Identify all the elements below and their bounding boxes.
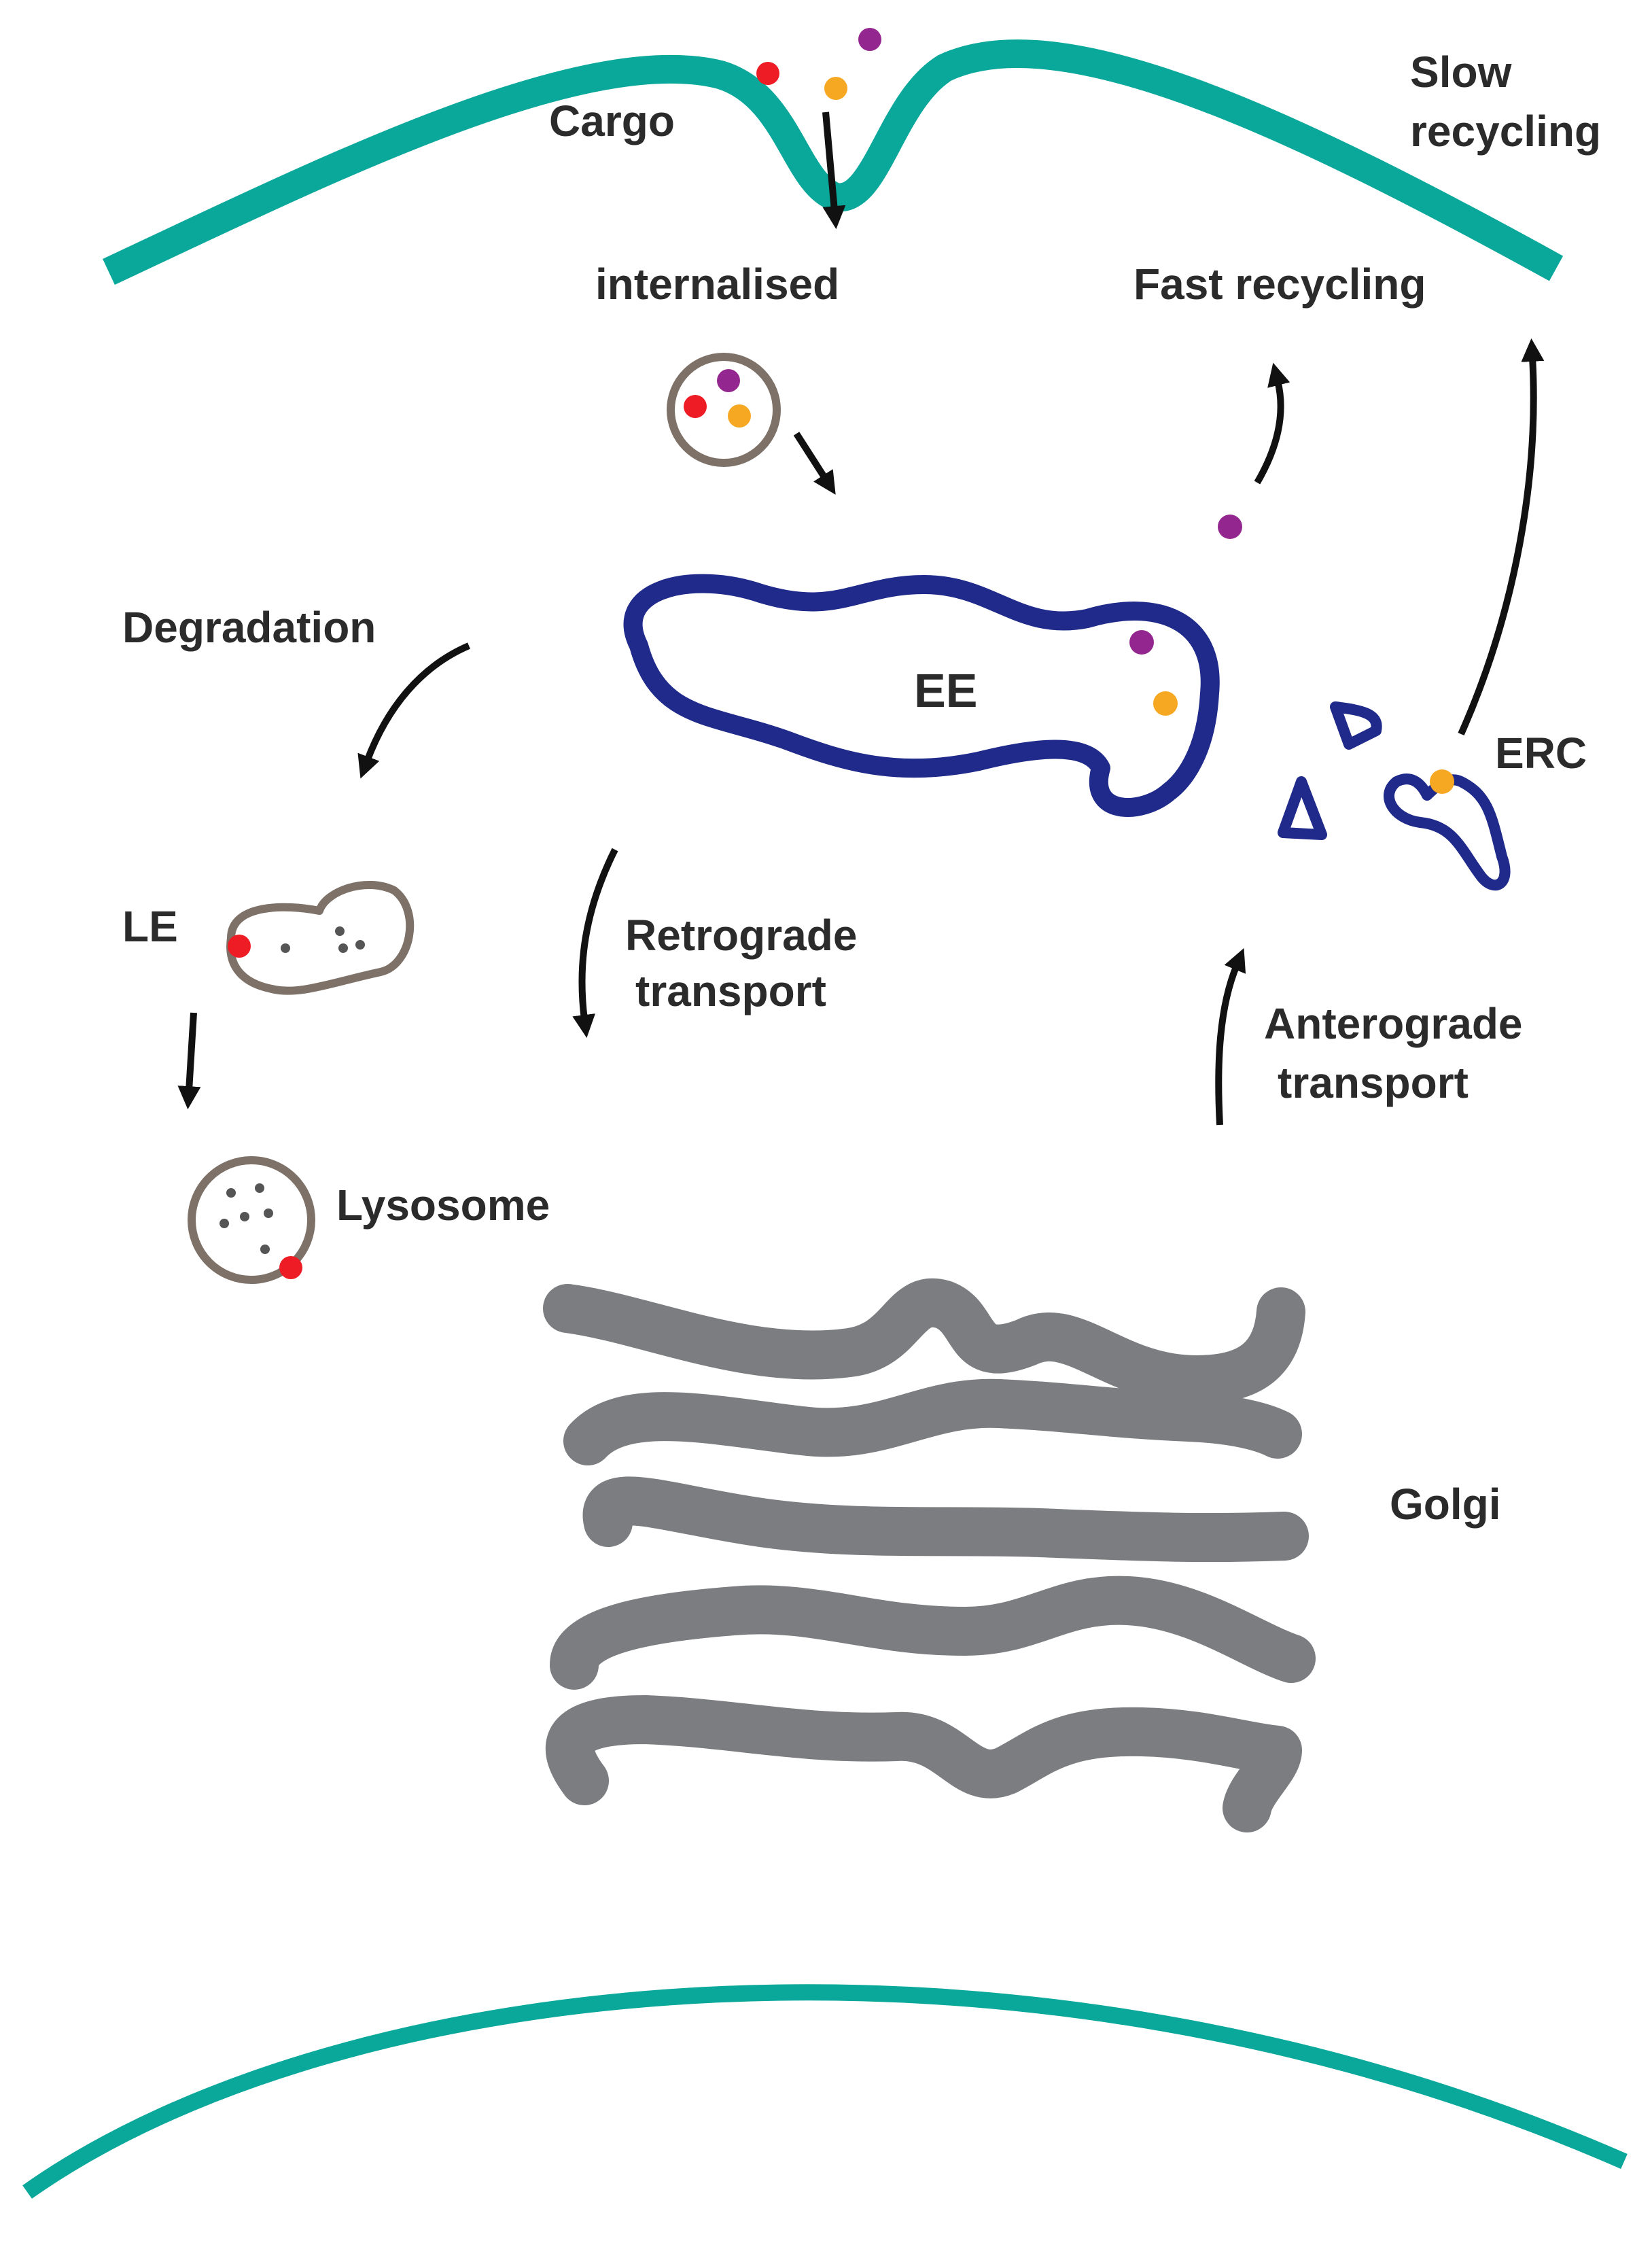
cargo-orange-dot [824,77,847,100]
plasma-membrane-bottom [22,1984,1628,2199]
ee-cargo-orange [1153,691,1178,716]
erc-compartment-top [1330,701,1382,750]
golgi-stack [543,1278,1316,1832]
vesicle-cargo-orange [728,404,751,428]
golgi-cisterna-3 [582,1476,1309,1563]
le-contents [281,926,365,953]
label-ee: EE [914,664,977,717]
label-internalised: internalised [595,260,839,309]
lysosome [188,1156,315,1284]
label-anterograde-line2: transport [1278,1058,1469,1107]
lysosome-cargo-red [279,1256,302,1279]
le-to-lysosome-arrow [177,1012,201,1110]
erc-compartment-main [1384,773,1511,891]
vesicle-cargo-red [684,395,707,418]
label-anterograde-line1: Anterograde [1264,999,1523,1048]
le-cargo-red [228,935,251,958]
retrograde-transport-arrow [572,848,618,1038]
golgi-cisterna-4 [550,1576,1316,1690]
early-endosome [623,574,1220,817]
anterograde-transport-arrow [1215,947,1246,1126]
erc-compartment-left [1278,776,1327,840]
label-slow-recycling-line2: recycling [1410,107,1601,156]
label-slow-recycling-line1: Slow [1410,48,1512,97]
label-retrograde-line2: transport [635,967,826,1015]
internalisation-arrow [822,111,846,230]
label-retrograde-line1: Retrograde [625,911,857,960]
cargo-purple-dot [858,28,881,51]
lysosome-contents [219,1183,273,1254]
slow-recycling-arrow [1458,338,1545,736]
label-erc: ERC [1495,729,1587,778]
label-fast-recycling: Fast recycling [1133,260,1426,309]
fast-recycling-cargo-purple [1218,515,1242,539]
ee-cargo-purple [1129,630,1154,655]
degradation-arrow [357,642,470,779]
label-degradation: Degradation [122,603,376,652]
golgi-cisterna-5 [545,1695,1302,1832]
golgi-cisterna-1 [543,1278,1305,1404]
vesicle-cargo-purple [717,369,740,392]
label-cargo: Cargo [549,97,675,145]
vesicle-to-ee-arrow [793,432,836,495]
late-endosome [226,881,415,995]
erc-cargo-orange [1430,769,1454,794]
internalised-vesicle [667,353,781,467]
label-lysosome: Lysosome [336,1181,550,1230]
cargo-red-dot [756,62,779,85]
label-golgi: Golgi [1390,1480,1501,1529]
golgi-cisterna-2 [563,1378,1302,1465]
fast-recycling-arrow [1254,362,1290,485]
label-le: LE [122,902,178,951]
